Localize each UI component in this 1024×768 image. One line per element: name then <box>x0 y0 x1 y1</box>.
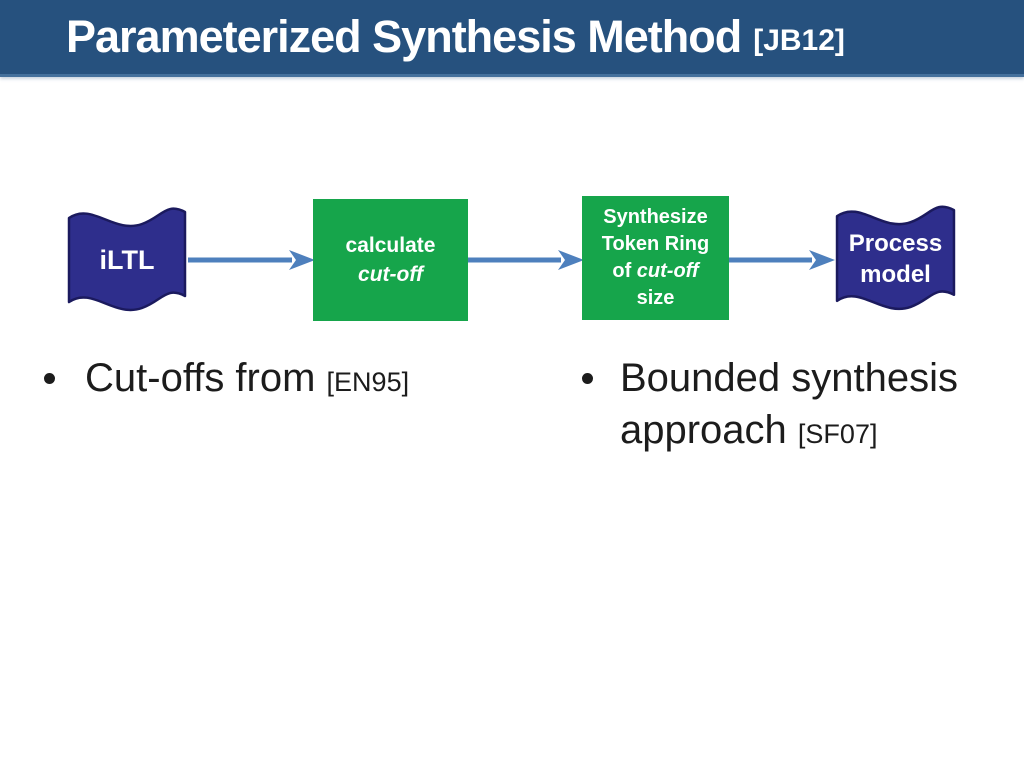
bullet-bounded-citation: [SF07] <box>797 419 878 449</box>
synthesize-label-line4: size <box>636 287 675 309</box>
bullet-cutoffs-text: Cut-offs from [EN95] <box>85 352 409 408</box>
bullet-bounded-text: Bounded synthesis approach [SF07] <box>620 352 958 460</box>
bullet-bounded-line2-text: approach <box>620 408 798 452</box>
wave-shape-icon <box>67 207 187 312</box>
synthesize-label-line3: of cut-off <box>612 258 698 285</box>
calculate-label-line2: cut-off <box>358 263 423 286</box>
wave-shape-icon <box>835 205 956 310</box>
process-model-label-line2: model <box>860 260 931 288</box>
calculate-cutoff-box: calculate cut-off <box>313 199 468 321</box>
process-model-label-line1: Process <box>848 229 943 257</box>
iltl-label: iLTL <box>99 244 155 275</box>
slide-title-citation: [JB12] <box>753 24 845 57</box>
synthesize-label-line3-italic: cut-off <box>636 260 699 282</box>
arrow-right-icon <box>729 250 835 270</box>
synthesize-label-line1: Synthesize <box>603 206 708 228</box>
bullet-cutoffs-citation: [EN95] <box>326 367 410 397</box>
bullet-cutoffs: Cut-offs from [EN95] <box>44 352 409 408</box>
iltl-node: iLTL <box>64 198 190 322</box>
bullet-dot-icon <box>44 373 55 384</box>
arrow-right-icon <box>468 250 584 270</box>
synthesize-label-line3-prefix: of <box>612 260 637 282</box>
synthesize-label-line2: Token Ring <box>601 233 710 255</box>
process-model-node: Process model <box>832 197 959 320</box>
synthesize-token-ring-box: Synthesize Token Ring of cut-off size <box>582 196 729 320</box>
process-model-label: Process model <box>832 197 959 320</box>
bullet-cutoffs-main: Cut-offs from <box>85 356 327 400</box>
slide-title: Parameterized Synthesis Method <box>66 11 742 62</box>
arrow-right-icon <box>188 250 315 270</box>
bullet-bounded-line2: approach [SF07] <box>620 404 958 460</box>
bullet-bounded-line1: Bounded synthesis <box>620 356 959 400</box>
bullet-bounded-synthesis: Bounded synthesis approach [SF07] <box>582 352 958 460</box>
slide-title-bar: Parameterized Synthesis Method [JB12] <box>0 0 1024 77</box>
bullet-dot-icon <box>582 373 593 384</box>
calculate-label-line1: calculate <box>345 234 436 257</box>
